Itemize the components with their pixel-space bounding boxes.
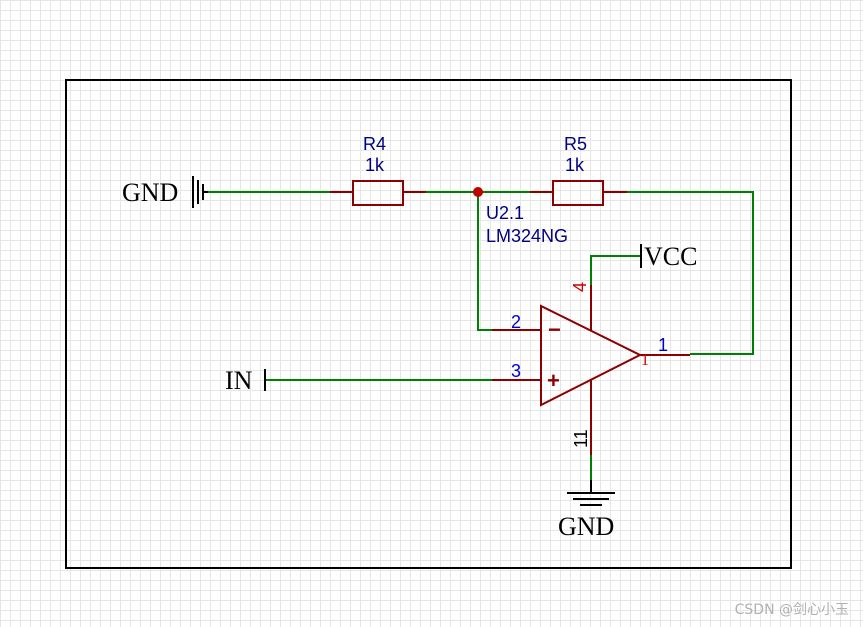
gnd-bottom-symbol — [567, 480, 615, 506]
opamp-part: LM324NG — [486, 226, 568, 246]
wires — [205, 191, 754, 492]
pin-number-11: 11 — [571, 429, 591, 448]
pin-number-1-inner: 1 — [641, 352, 649, 369]
pin-number-3: 3 — [511, 361, 521, 381]
gnd-left-symbol — [192, 176, 208, 208]
sheet-frame — [65, 79, 792, 569]
opamp-ref: U2.1 — [486, 203, 524, 223]
pin-number-4: 4 — [570, 282, 590, 292]
in-label: IN — [225, 366, 253, 395]
wire-vcc — [590, 255, 640, 285]
vcc-label: VCC — [644, 242, 697, 271]
pin-number-1: 1 — [658, 335, 668, 355]
wire-r5-output-feedback — [627, 191, 754, 355]
r4-ref: R4 — [363, 134, 386, 154]
r5-value: 1k — [565, 155, 585, 175]
gnd-left-label: GND — [122, 178, 178, 207]
r5-ref: R5 — [564, 134, 587, 154]
gnd-bottom-label: GND — [558, 512, 614, 541]
pin-number-2: 2 — [511, 312, 521, 332]
junction-dot — [473, 187, 483, 197]
opamp-pins — [492, 285, 690, 455]
opamp-plus-sign: + — [547, 368, 560, 393]
watermark: CSDN @剑心小玉 — [734, 602, 849, 618]
r4-value: 1k — [365, 155, 385, 175]
opamp-minus-sign: − — [548, 317, 561, 342]
resistor-r5 — [552, 180, 604, 206]
wire-node-inverting — [477, 192, 492, 331]
resistor-r4 — [352, 180, 404, 206]
